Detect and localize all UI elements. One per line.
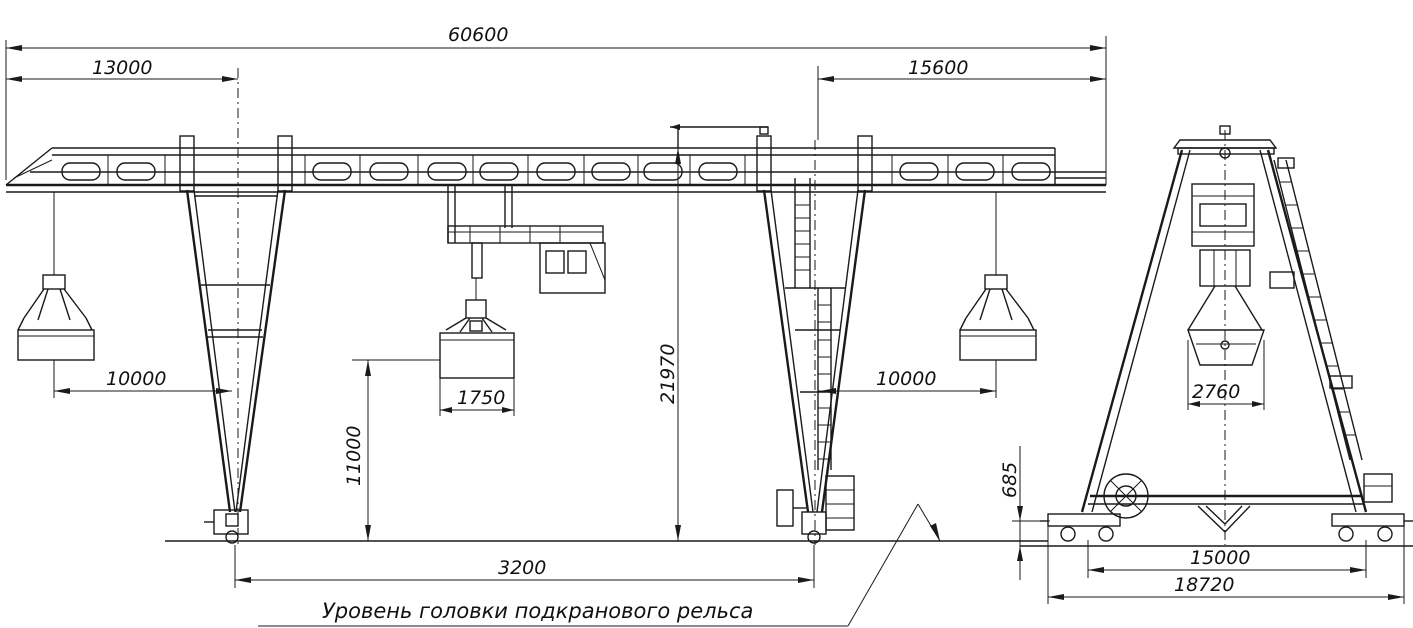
dimension-grab-width: 1750 bbox=[439, 378, 515, 416]
dimension-wheel-base: 3200 bbox=[234, 545, 815, 588]
wheel-icon bbox=[1338, 526, 1354, 542]
dimension-overall-height: 21970 bbox=[657, 148, 681, 541]
bogie-right bbox=[1331, 513, 1405, 527]
bogie-left bbox=[1047, 513, 1121, 527]
trolley-with-cabin bbox=[447, 185, 606, 294]
dimension-grab-width-label: 1750 bbox=[457, 387, 505, 409]
grab-bucket-left bbox=[17, 192, 95, 361]
side-ladder bbox=[1273, 157, 1363, 461]
dimension-lift-height-lower: 11000 bbox=[343, 359, 440, 541]
dimension-right-cantilever: 15600 bbox=[817, 57, 1106, 140]
dimension-side-track-gauge-label: 15000 bbox=[1190, 547, 1250, 569]
grab-bucket-center bbox=[439, 278, 515, 379]
dimension-overall-span: 60600 bbox=[5, 24, 1107, 185]
dimension-right-reach: 10000 bbox=[820, 360, 997, 398]
dimension-left-reach-label: 10000 bbox=[106, 368, 166, 390]
wheel-icon bbox=[1060, 526, 1076, 542]
rail-level-line bbox=[165, 540, 1413, 547]
main-girder bbox=[5, 124, 1106, 193]
dimension-overall-span-label: 60600 bbox=[448, 24, 508, 46]
rail-level-caption: Уровень головки подкранового рельса bbox=[322, 599, 753, 623]
dimension-side-grab-width: 2760 bbox=[1187, 340, 1265, 410]
caption-leader bbox=[258, 503, 941, 627]
operator-cabin-icon bbox=[539, 242, 606, 294]
cable-drum-icon bbox=[1103, 473, 1149, 519]
dimension-rail-offset: 685 bbox=[999, 446, 1050, 580]
girder-stiffeners bbox=[107, 155, 1004, 185]
dimension-side-track-gauge: 15000 bbox=[1087, 540, 1367, 578]
ladder bbox=[794, 178, 832, 470]
dimension-right-cantilever-label: 15600 bbox=[908, 57, 968, 79]
dimension-overall-height-label: 21970 bbox=[657, 344, 679, 404]
dimension-left-cantilever-label: 13000 bbox=[92, 57, 152, 79]
dimension-left-reach: 10000 bbox=[53, 360, 232, 398]
dimension-side-overall-width: 18720 bbox=[1047, 526, 1405, 604]
girder-panels bbox=[61, 162, 1051, 181]
dimension-lift-height-lower-label: 11000 bbox=[343, 426, 365, 486]
dimension-right-reach-label: 10000 bbox=[876, 368, 936, 390]
dimension-side-overall-width-label: 18720 bbox=[1174, 574, 1234, 596]
right-leg bbox=[756, 135, 873, 545]
wheel-icon bbox=[1377, 526, 1393, 542]
dimension-wheel-base-label: 3200 bbox=[498, 557, 546, 579]
left-leg bbox=[179, 68, 293, 545]
grab-bucket-right bbox=[959, 192, 1037, 361]
dimension-side-grab-width-label: 2760 bbox=[1192, 381, 1240, 403]
wheel-icon bbox=[1098, 526, 1114, 542]
side-view-frame bbox=[1040, 125, 1413, 545]
dimension-left-cantilever: 13000 bbox=[6, 57, 238, 82]
dimension-rail-offset-label: 685 bbox=[999, 462, 1021, 498]
